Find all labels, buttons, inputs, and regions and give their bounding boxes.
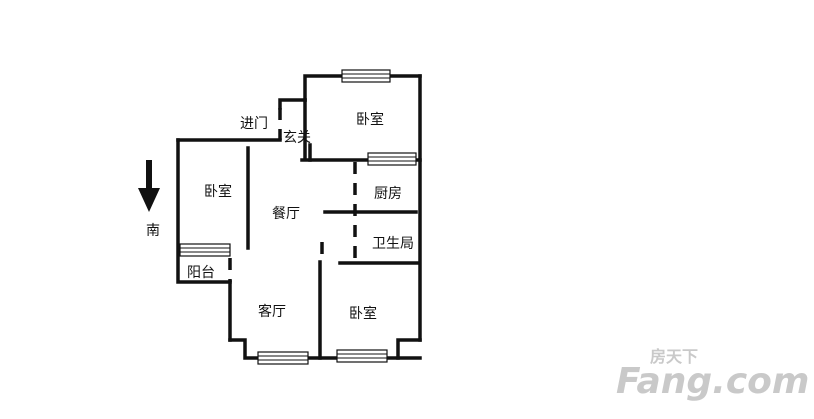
fang-watermark-logo: 房天下 Fang.com bbox=[616, 347, 809, 402]
compass-south-label: 南 bbox=[146, 223, 160, 239]
watermark-chinese: 房天下 bbox=[650, 347, 698, 366]
south-arrow-icon bbox=[138, 160, 160, 212]
bedroom-north-label: 卧室 bbox=[356, 111, 384, 128]
bedroom-west-label: 卧室 bbox=[204, 183, 232, 200]
dining-label: 餐厅 bbox=[272, 206, 300, 222]
bathroom-label: 卫生局 bbox=[372, 236, 414, 252]
balcony-label: 阳台 bbox=[187, 265, 215, 281]
watermark-english: Fang.com bbox=[616, 361, 809, 402]
foyer-label: 玄关 bbox=[283, 129, 311, 146]
window-south-bedroom bbox=[336, 349, 388, 363]
window-kitchen bbox=[367, 152, 417, 166]
living-room-label: 客厅 bbox=[258, 303, 286, 320]
kitchen-label: 厨房 bbox=[374, 186, 402, 202]
walls bbox=[176, 74, 422, 360]
dashed-partitions bbox=[228, 108, 357, 282]
window-balcony bbox=[179, 243, 231, 257]
bedroom-south-label: 卧室 bbox=[349, 305, 377, 322]
window-north-bedroom bbox=[341, 69, 391, 83]
window-living bbox=[257, 351, 309, 365]
entrance-label: 进门 bbox=[240, 116, 268, 132]
